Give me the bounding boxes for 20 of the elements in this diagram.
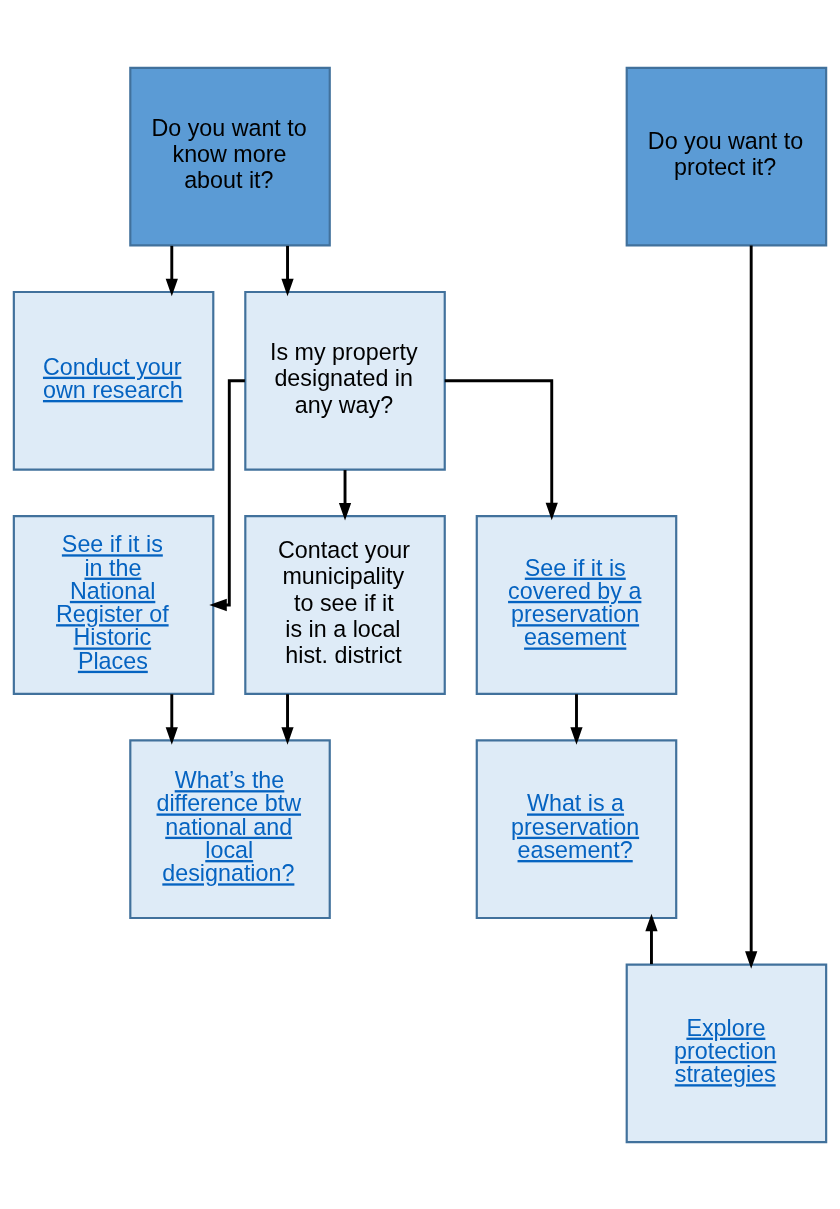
node-box: Do you want to know more about it? — [129, 66, 331, 246]
node-box: Explore protection strategies — [625, 963, 828, 1143]
arrow — [209, 378, 245, 611]
arrow — [165, 693, 178, 745]
arrow — [281, 245, 294, 296]
node-box: See if it is in the National Register of Historic Places — [12, 514, 215, 695]
arrow — [165, 245, 178, 296]
node-box: What’s the difference btw national and local designation? — [129, 738, 331, 919]
node-box: Conduct your own research — [12, 290, 215, 471]
arrow — [444, 378, 558, 520]
arrow — [338, 469, 352, 520]
node-box: Is my property designated in any way? — [244, 290, 446, 471]
node-box: Do you want to protect it? — [625, 66, 828, 246]
arrow — [745, 244, 758, 969]
arrow — [645, 913, 658, 964]
node-box: See if it is covered by a preservation easement — [475, 514, 678, 695]
node-box: Contact your municipality to see if it is in a local hist. district — [244, 514, 446, 695]
arrow — [281, 693, 294, 745]
arrow — [570, 693, 583, 745]
node-box: What is a preservation easement? — [475, 738, 678, 919]
